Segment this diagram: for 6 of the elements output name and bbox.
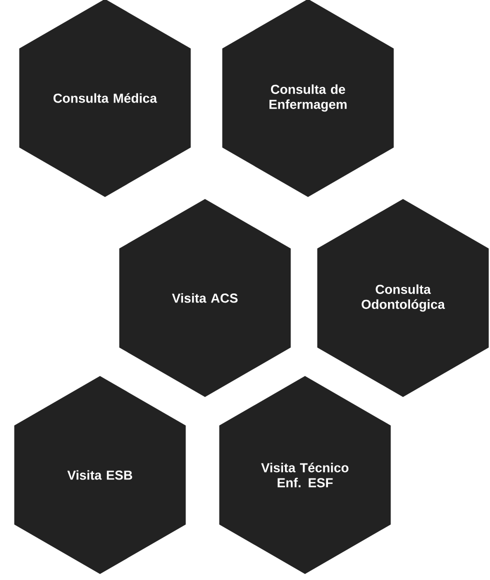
hexagon: Visita ACS <box>119 199 291 397</box>
hexagon: Consulta de Enfermagem <box>222 0 394 197</box>
hexagon: Consulta Odontológica <box>317 199 489 397</box>
hexagon: Consulta Médica <box>19 0 191 197</box>
hexagon: Visita ESB <box>14 376 186 574</box>
hexagon: Visita Técnico Enf. ESF <box>219 376 391 574</box>
